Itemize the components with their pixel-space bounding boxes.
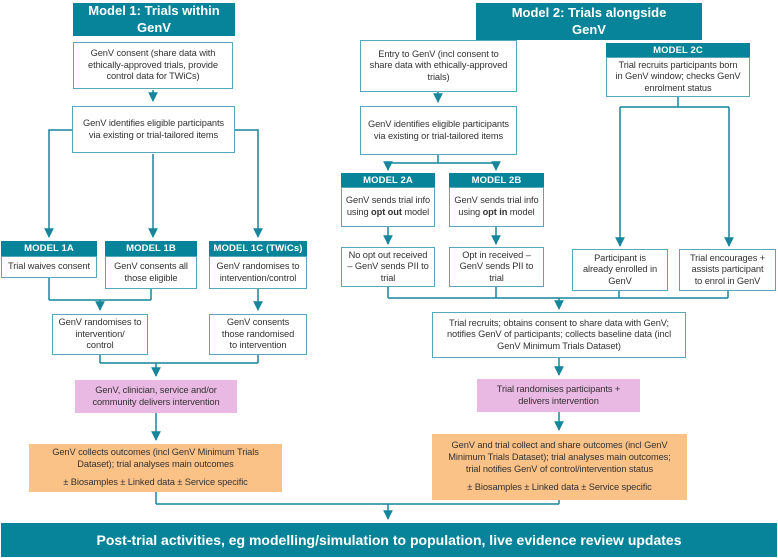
- model1-delivers-intervention-text: GenV, clinician, service and/or communit…: [92, 384, 220, 407]
- model2-title: Model 2: Trials alongside GenV: [476, 3, 702, 40]
- model-1a-text: Trial waives consent: [8, 261, 90, 272]
- model2-encourages-enrol-box: Trial encourages + assists participant t…: [679, 249, 776, 291]
- model2-entry-text: Entry to GenV (incl consent to share dat…: [369, 48, 508, 82]
- model1-outcomes-box: GenV collects outcomes (incl GenV Minimu…: [29, 444, 282, 492]
- model-1c-body: GenV randomises to intervention/control: [209, 256, 307, 289]
- model2-trial-recruits-text: Trial recruits; obtains consent to share…: [446, 317, 672, 351]
- model-2c-body: Trial recruits participants born in GenV…: [606, 57, 750, 97]
- model-1a-tab: MODEL 1A: [1, 241, 97, 256]
- model-1c-tab: MODEL 1C (TWiCs): [209, 241, 307, 256]
- model1-title: Model 1: Trials within GenV: [73, 3, 235, 36]
- model-1b-tab: MODEL 1B: [105, 241, 197, 256]
- model1-delivers-intervention-box: GenV, clinician, service and/or communit…: [75, 380, 237, 413]
- model2-randomises-intervention-text: Trial randomises participants + delivers…: [496, 383, 621, 406]
- model2-no-opt-out-box: No opt out received – GenV sends PII to …: [341, 247, 435, 287]
- model1-outcomes-extra-text: ± Biosamples ± Linked data ± Service spe…: [63, 477, 248, 488]
- model-1b-body: GenV consents all those eligible: [105, 256, 197, 289]
- model1-consents-randomised-box: GenV consents those randomised to interv…: [209, 314, 307, 355]
- model1-consents-randomised-text: GenV consents those randomised to interv…: [221, 317, 295, 351]
- opt-in-emphasis: opt in: [482, 207, 508, 217]
- model-1a-body: Trial waives consent: [1, 256, 97, 278]
- model-1b-text: GenV consents all those eligible: [114, 260, 188, 283]
- model2-opt-in-text: Opt in received – GenV sends PII to tria…: [459, 249, 534, 283]
- model2-identify-text: GenV identifies eligible participants vi…: [367, 118, 509, 141]
- model1-outcomes-main-text: GenV collects outcomes (incl GenV Minimu…: [52, 447, 259, 469]
- model2-already-enrolled-text: Participant is already enrolled in GenV: [582, 252, 658, 286]
- model1-randomises-box: GenV randomises to intervention/ control: [52, 314, 148, 355]
- post-trial-banner: Post-trial activities, eg modelling/simu…: [1, 523, 777, 557]
- model2-randomises-intervention-box: Trial randomises participants + delivers…: [477, 379, 640, 412]
- model2-already-enrolled-box: Participant is already enrolled in GenV: [572, 249, 668, 291]
- model-2a-body: GenV sends trial info using opt out mode…: [341, 187, 435, 227]
- model1-consent-box: GenV consent (share data with ethically-…: [73, 42, 233, 89]
- model1-randomises-text: GenV randomises to intervention/ control: [58, 317, 142, 351]
- model-2b-tab: MODEL 2B: [449, 173, 544, 187]
- model2-trial-recruits-box: Trial recruits; obtains consent to share…: [432, 312, 686, 358]
- model-2a-text: GenV sends trial info using opt out mode…: [345, 195, 431, 217]
- model-2c-tab: MODEL 2C: [606, 43, 750, 57]
- model2-outcomes-extra-text: ± Biosamples ± Linked data ± Service spe…: [467, 482, 652, 493]
- model1-consent-text: GenV consent (share data with ethically-…: [88, 48, 218, 82]
- model-2a-tab: MODEL 2A: [341, 173, 435, 187]
- model2-identify-box: GenV identifies eligible participants vi…: [360, 106, 517, 155]
- model2-outcomes-box: GenV and trial collect and share outcome…: [432, 434, 687, 500]
- model1-identify-box: GenV identifies eligible participants vi…: [72, 106, 235, 153]
- model1-identify-text: GenV identifies eligible participants vi…: [82, 117, 224, 140]
- model-2c-text: Trial recruits participants born in GenV…: [615, 59, 741, 93]
- model2-no-opt-out-text: No opt out received – GenV sends PII to …: [347, 249, 429, 283]
- model-2b-text: GenV sends trial info using opt in model: [454, 195, 539, 217]
- model2-opt-in-box: Opt in received – GenV sends PII to tria…: [449, 247, 544, 287]
- model2-entry-box: Entry to GenV (incl consent to share dat…: [360, 40, 517, 92]
- model-1c-text: GenV randomises to intervention/control: [216, 260, 300, 283]
- opt-out-emphasis: opt out: [371, 207, 402, 217]
- model2-outcomes-main-text: GenV and trial collect and share outcome…: [448, 440, 671, 474]
- model2-encourages-enrol-text: Trial encourages + assists participant t…: [689, 252, 766, 286]
- model-2b-body: GenV sends trial info using opt in model: [449, 187, 544, 227]
